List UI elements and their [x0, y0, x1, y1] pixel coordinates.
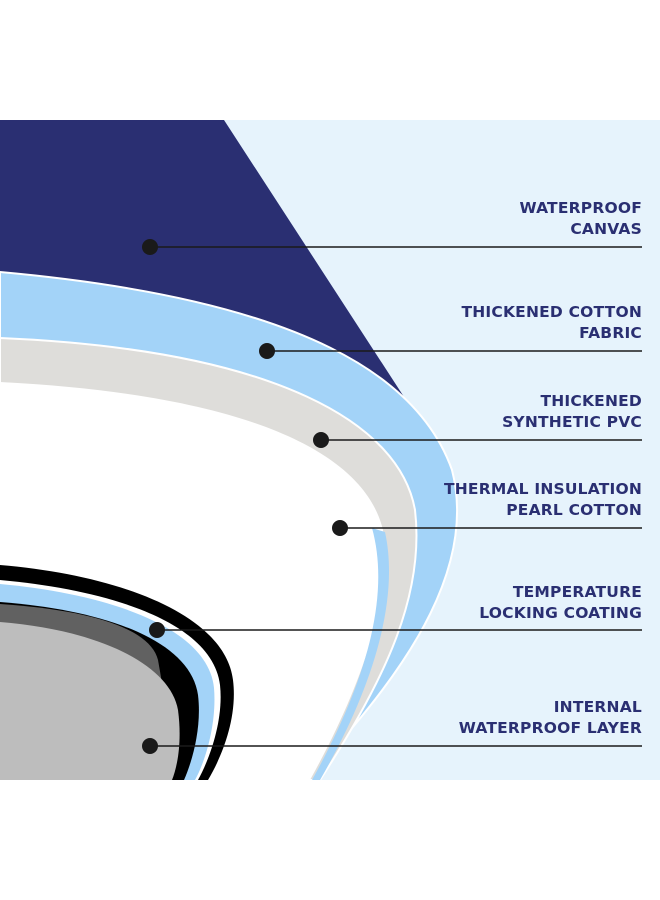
thickened-cotton-fabric-label-line: FABRIC	[579, 324, 642, 342]
thickened-cotton-fabric-label: THICKENED COTTON FABRIC	[461, 302, 642, 344]
internal-waterproof-layer-core	[0, 622, 180, 780]
thickened-synthetic-pvc-label-line: THICKENED	[540, 392, 642, 410]
waterproof-canvas-label-line: CANVAS	[570, 220, 642, 238]
thermal-insulation-pearl-cotton-marker-dot	[332, 520, 348, 536]
temperature-locking-coating-marker-dot	[149, 622, 165, 638]
leader-lines	[142, 239, 642, 754]
temperature-locking-coating-label: TEMPERATURE LOCKING COATING	[479, 582, 642, 624]
temperature-locking-coating-label-line: LOCKING COATING	[479, 604, 642, 622]
pearl-cotton-inner-sliver	[312, 528, 390, 780]
internal-waterproof-layer-label-line: INTERNAL	[553, 698, 642, 716]
thickened-synthetic-pvc-marker-dot	[313, 432, 329, 448]
waterproof-canvas-layer	[0, 120, 432, 440]
internal-waterproof-layer-marker-dot	[142, 738, 158, 754]
waterproof-canvas-label: WATERPROOF CANVAS	[519, 198, 642, 240]
internal-waterproof-layer-label-line: WATERPROOF LAYER	[458, 719, 642, 737]
thickened-synthetic-pvc-label: THICKENED SYNTHETIC PVC	[502, 391, 642, 433]
waterproof-canvas-marker-dot	[142, 239, 158, 255]
thickened-synthetic-pvc-label-line: SYNTHETIC PVC	[502, 413, 642, 431]
waterproof-canvas-label-line: WATERPROOF	[519, 199, 642, 217]
temperature-locking-coating-label-line: TEMPERATURE	[512, 583, 642, 601]
thermal-insulation-pearl-cotton-label-line: PEARL COTTON	[506, 501, 642, 519]
thickened-cotton-fabric-marker-dot	[259, 343, 275, 359]
thermal-insulation-pearl-cotton-label: THERMAL INSULATION PEARL COTTON	[444, 479, 642, 521]
thickened-cotton-fabric-label-line: THICKENED COTTON	[461, 303, 642, 321]
thermal-insulation-pearl-cotton-label-line: THERMAL INSULATION	[443, 480, 642, 498]
internal-waterproof-layer-label: INTERNAL WATERPROOF LAYER	[459, 697, 642, 739]
